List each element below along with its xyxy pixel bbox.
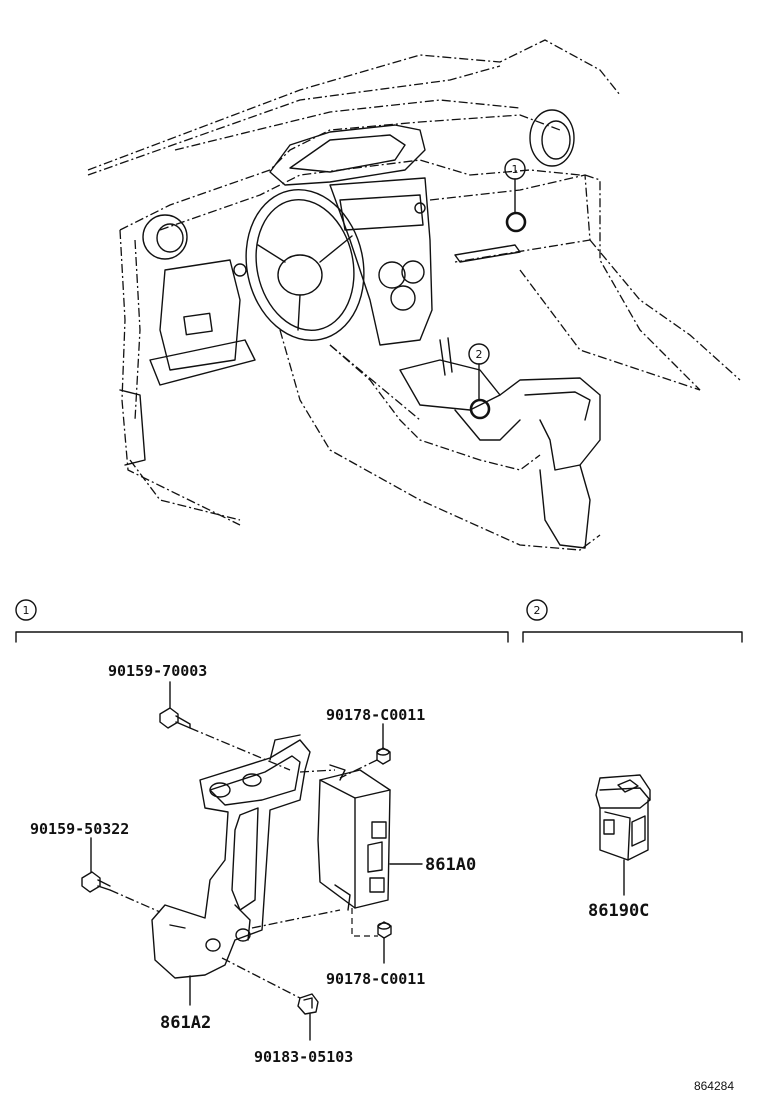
bolt-left-icon [81,871,111,893]
nut-upper-icon [376,747,391,765]
section-1-marker: 1 [23,604,30,617]
clip-icon [297,993,319,1015]
section-2-marker: 2 [534,604,541,617]
switch-assembly [595,774,651,896]
bolt-upper-icon [159,707,191,729]
switch-icon [595,774,651,861]
part-label-ecu: 861A0 [425,855,476,875]
part-label-nut-lower: 90178-C0011 [326,970,425,988]
part-label-bracket: 861A2 [160,1013,211,1033]
section-1-header: 1 [15,599,509,643]
ecu-assembly [81,681,423,1041]
bracket-icon [151,734,311,979]
callout-2-marker: 2 [476,348,483,361]
section-2-header: 2 [522,599,743,643]
part-label-bolt-left: 90159-50322 [30,820,129,838]
callout-1-marker: 1 [512,163,519,176]
part-label-bolt-upper: 90159-70003 [108,662,207,680]
part-label-clip: 90183-05103 [254,1048,353,1066]
dashboard-overview: 1 2 [87,39,741,551]
nut-lower-icon [377,921,392,939]
part-label-nut-upper: 90178-C0011 [326,706,425,724]
reference-code: 864284 [694,1079,734,1093]
ecu-module-icon [317,764,391,911]
part-label-switch: 86190C [588,901,649,921]
